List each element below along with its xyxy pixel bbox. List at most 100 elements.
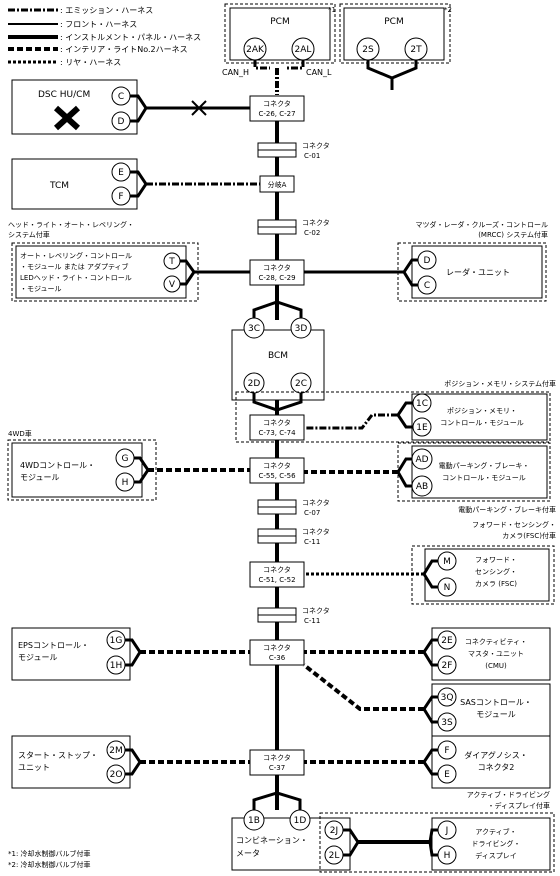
connector-c73-id: C-73, C-74 xyxy=(258,429,296,437)
display-label-3: ディスプレイ xyxy=(475,851,517,860)
display-pin-a-label: J xyxy=(445,826,449,836)
connector-c51 xyxy=(249,561,305,588)
connector-c73-title: コネクタ xyxy=(263,418,291,427)
awd-note: 4WD車 xyxy=(8,429,32,438)
headlight-label-2: ・モジュール または アダプティブ xyxy=(20,262,129,271)
connector-c36-id: C-36 xyxy=(269,654,286,662)
legend-label-front: : フロント・ハーネス xyxy=(60,20,137,29)
fsc-note-2: カメラ(FSC)付車 xyxy=(502,531,556,540)
position-wire xyxy=(304,413,398,430)
dsc-cross-icon xyxy=(53,105,81,131)
radar-pin-a-label: D xyxy=(424,256,431,266)
eps-label-2: モジュール xyxy=(18,653,57,662)
eps-label-1: EPSコントロール・ xyxy=(18,641,89,650)
footnote-2: *2: 冷却水制御バルブ付車 xyxy=(8,860,91,869)
display-pin-b-label: H xyxy=(444,851,451,861)
pcm1-pin-h-label: 2AK xyxy=(246,45,265,55)
meter-pin-a xyxy=(243,809,265,831)
connector-c73 xyxy=(249,414,305,441)
position-wire-fork xyxy=(396,401,413,429)
headlight-note-1: ヘッド・ライト・オート・レベリング・ xyxy=(8,220,134,229)
pcm1-option-frame xyxy=(224,3,336,64)
sas-pin-b-label: 3S xyxy=(441,718,453,728)
diag-label-2: コネクタ2 xyxy=(478,763,515,772)
connector-c37-id: C-37 xyxy=(269,764,285,772)
position-pin-a-label: 1C xyxy=(416,399,428,409)
footnote-1: *1: 冷却水制御バルブ付車 xyxy=(8,849,91,858)
fsc-label-1: フォワード・ xyxy=(475,556,517,564)
meter-wire-top xyxy=(252,791,302,810)
bcm-wire-bottom xyxy=(252,393,303,412)
position-note: ポジション・メモリ・システム付車 xyxy=(444,379,556,388)
pcm2-pin-a-label: 2S xyxy=(362,45,374,55)
bcm-pin-tr-label: 3D xyxy=(295,324,308,334)
connector-c07-id: C-07 xyxy=(304,509,320,517)
connector-c55-id: C-55, C-56 xyxy=(258,472,296,480)
sas-label-2: モジュール xyxy=(476,710,515,719)
fsc-label-3: カメラ (FSC) xyxy=(475,580,517,588)
connector-c28-title: コネクタ xyxy=(263,263,291,272)
meter-label-2: メータ xyxy=(236,849,260,858)
meter-pin-b-label: 1D xyxy=(294,816,307,826)
dsc-wire-cut-icon xyxy=(191,100,207,116)
dsc-wire xyxy=(130,94,250,123)
cmu-pin-b-label: 2F xyxy=(442,661,453,671)
pcm1-wire-h xyxy=(253,60,270,70)
sas-pin-a-label: 3Q xyxy=(441,693,454,703)
headlight-wire xyxy=(180,259,250,286)
connector-c02-id: C-02 xyxy=(304,229,320,237)
can-h-label: CAN_H xyxy=(222,68,249,77)
epb-box xyxy=(411,445,548,499)
connector-c37-title: コネクタ xyxy=(263,753,291,762)
connector-c36-title: コネクタ xyxy=(263,643,291,652)
diag-label-1: ダイアグノシス・ xyxy=(464,750,527,760)
diag-pin-a-label: F xyxy=(444,746,449,756)
awd-label-2: モジュール xyxy=(20,473,59,482)
meter-pin-c-label: 2J xyxy=(330,826,338,836)
awd-label-1: 4WDコントロール・ xyxy=(20,461,95,470)
epb-wire-fork xyxy=(396,457,412,488)
diag-pin-b-label: E xyxy=(444,770,450,780)
start-pin-b-label: 2O xyxy=(110,770,123,780)
headlight-note-2: システム付車 xyxy=(8,230,50,239)
dsc-pin-b-label: D xyxy=(118,117,125,127)
connector-c26-id: C-26, C-27 xyxy=(258,110,295,118)
start-label-1: スタート・ストップ・ xyxy=(18,751,98,760)
epb-note: 電動パーキング・ブレーキ付車 xyxy=(458,505,556,514)
headlight-label-4: ・モジュール xyxy=(20,285,62,293)
pcm2-option-frame xyxy=(339,3,451,64)
pcm1-label: PCM xyxy=(270,17,289,27)
position-label-1: ポジション・メモリ・ xyxy=(447,407,517,415)
pcm2-pin-b-label: 2T xyxy=(410,45,422,55)
meter-pin-a-label: 1B xyxy=(248,816,260,826)
bcm-label: BCM xyxy=(268,351,288,361)
start-pin-a-label: 2M xyxy=(109,746,123,756)
headlight-label-1: オート・レベリング・コントロール xyxy=(20,251,132,260)
epb-label-2: コントロール・モジュール xyxy=(442,474,526,482)
headlight-label-3: LEDヘッド・ライト・コントロール xyxy=(20,274,132,282)
legend-label-instrument: : インストルメント・パネル・ハーネス xyxy=(60,33,201,42)
headlight-pin-a-label: T xyxy=(168,257,175,267)
connector-c26 xyxy=(249,95,305,122)
radar-note-1: マツダ・レーダ・クルーズ・コントロール xyxy=(416,220,548,229)
legend-label-rear: : リヤ・ハーネス xyxy=(60,58,121,67)
position-label-2: コントロール・モジュール xyxy=(440,419,524,427)
connector-c01-title: コネクタ xyxy=(302,141,330,150)
eps-pin-b-label: 1H xyxy=(110,661,123,671)
pcm1-mark: *1 xyxy=(328,6,336,14)
bcm-pin-br-label: 2C xyxy=(295,379,307,389)
junction-a xyxy=(259,175,295,193)
position-option-frame xyxy=(235,391,551,443)
bcm-wire-top xyxy=(252,300,303,318)
legend-label-emission: : エミッション・ハーネス xyxy=(60,6,153,15)
connector-c26-title: コネクタ xyxy=(263,99,291,108)
fsc-pin-b-label: N xyxy=(444,583,451,593)
display-note-1: アクティブ・ドライビング xyxy=(467,790,550,799)
radar-pin-b-label: C xyxy=(424,281,430,291)
connector-c55-title: コネクタ xyxy=(263,461,291,470)
can-l-label: CAN_L xyxy=(306,68,332,77)
tcm-pin-b-label: F xyxy=(118,192,123,202)
connector-c51-id: C-51, C-52 xyxy=(258,576,295,584)
bcm-pin-tl-label: 3C xyxy=(248,324,260,334)
